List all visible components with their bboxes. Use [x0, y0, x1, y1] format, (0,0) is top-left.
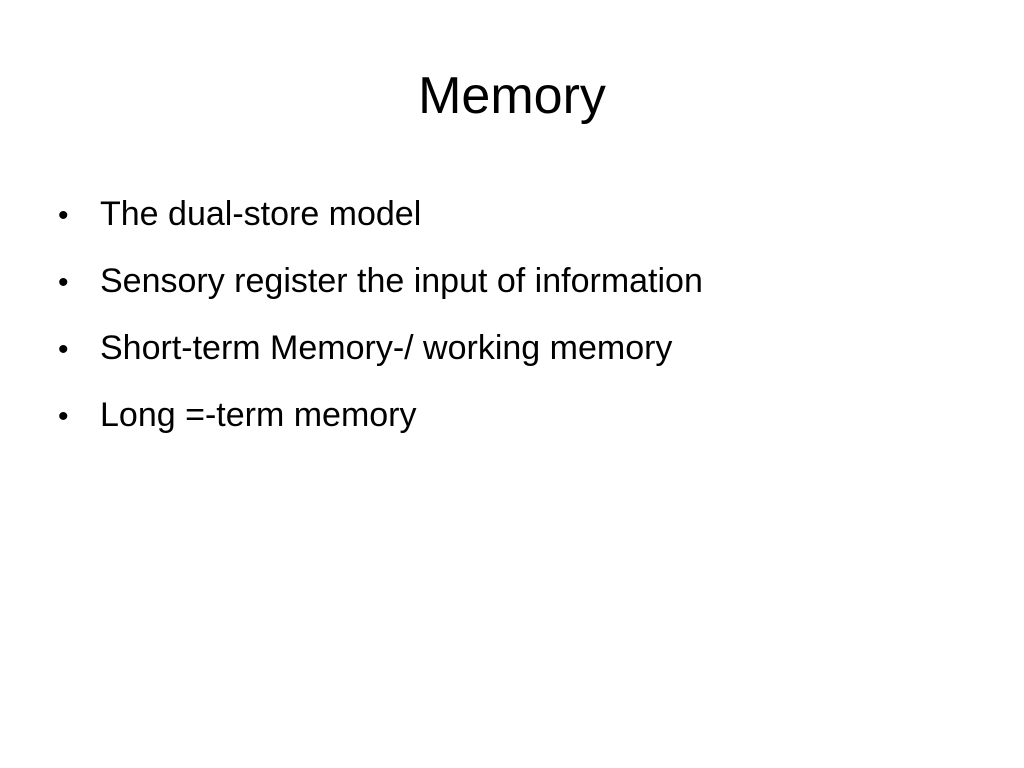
- list-item: • Long =-term memory: [58, 391, 978, 441]
- bullet-icon: •: [58, 400, 69, 433]
- bullet-text: Short-term Memory-/ working memory: [100, 329, 673, 367]
- bullet-icon: •: [58, 266, 69, 299]
- bullet-icon: •: [58, 333, 69, 366]
- bullet-list: • The dual-store model • Sensory registe…: [58, 190, 978, 458]
- bullet-text: Sensory register the input of informatio…: [100, 262, 703, 300]
- bullet-text: Long =-term memory: [100, 396, 417, 434]
- bullet-icon: •: [58, 199, 69, 232]
- list-item: • The dual-store model: [58, 190, 978, 240]
- slide-title: Memory: [418, 67, 606, 125]
- list-item: • Sensory register the input of informat…: [58, 257, 978, 307]
- list-item: • Short-term Memory-/ working memory: [58, 324, 978, 374]
- bullet-text: The dual-store model: [100, 195, 422, 233]
